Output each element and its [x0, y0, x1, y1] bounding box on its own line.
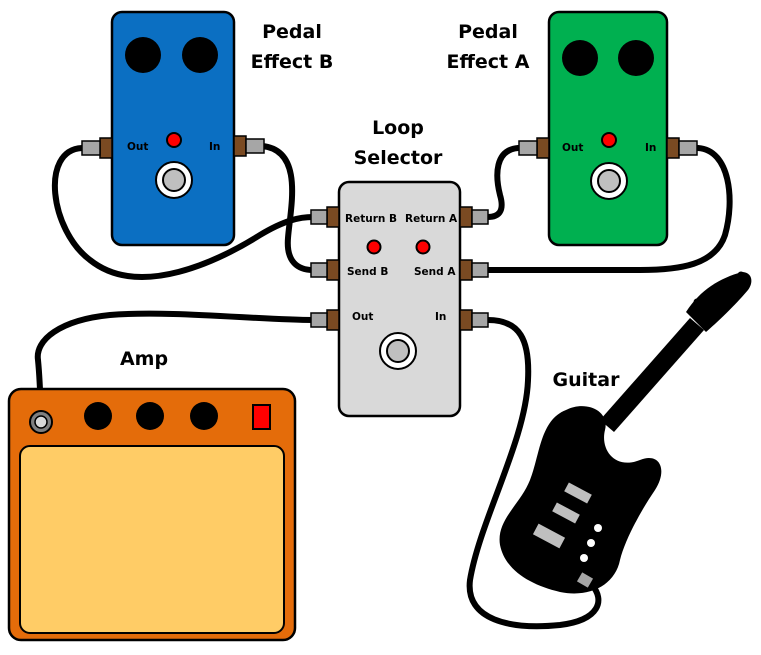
- pedal-b-in-plug: [245, 138, 265, 154]
- pedal-a-knob-left[interactable]: [562, 40, 598, 76]
- pedal-b-footswitch-cap: [162, 168, 186, 192]
- pedal-a-knob-right[interactable]: [618, 40, 654, 76]
- loop-out-label: Out: [352, 311, 373, 323]
- send-b-label: Send B: [347, 266, 388, 278]
- pedal-effect-b: Out In: [81, 10, 265, 247]
- amp-title: Amp: [120, 348, 168, 370]
- send-a-label: Send A: [414, 266, 456, 278]
- return-b-label: Return B: [345, 213, 397, 225]
- guitar-knob-2: [587, 539, 595, 547]
- pedal-a-footswitch-cap: [597, 169, 621, 193]
- guitar-neck: [600, 318, 704, 432]
- pedal-b-out-plug: [81, 140, 101, 156]
- amp-power-switch[interactable]: [252, 404, 271, 430]
- amp-knob-1[interactable]: [84, 402, 112, 430]
- pedal-a-title-line2: Effect A: [447, 51, 530, 73]
- return-b-plug: [310, 209, 328, 225]
- pedal-b-knob-left[interactable]: [125, 37, 161, 73]
- guitar-output-plug: [574, 570, 596, 590]
- return-a-jack: [459, 206, 473, 228]
- send-a-led: [415, 239, 431, 255]
- loop-selector-title-line2: Selector: [354, 147, 443, 169]
- pickup-neck: [564, 482, 592, 504]
- pedal-a-out-jack: [536, 137, 550, 159]
- loop-selector-title-line1: Loop: [372, 117, 424, 139]
- loop-out-jack: [326, 309, 340, 331]
- pedal-b-in-label: In: [209, 141, 220, 153]
- loop-selector: Return B Return A Send B Send A Out In: [310, 180, 489, 418]
- pedal-b-title-line1: Pedal: [262, 21, 322, 43]
- pickup-middle: [552, 502, 580, 524]
- cable-pedal-b-out-to-return-b: [51, 145, 316, 280]
- return-b-jack: [326, 206, 340, 228]
- cable-pedal-b-in-to-send-b: [259, 143, 316, 273]
- cables: [34, 143, 733, 630]
- pedal-a-out-label: Out: [562, 142, 583, 154]
- pedal-a-in-label: In: [645, 142, 656, 154]
- pedal-a-title-line1: Pedal: [458, 21, 518, 43]
- amp: [7, 387, 297, 642]
- send-b-led: [366, 239, 382, 255]
- guitar-headstock: [686, 272, 752, 332]
- guitar: [499, 271, 752, 594]
- guitar-knob-3: [580, 554, 588, 562]
- guitar-title: Guitar: [553, 369, 621, 391]
- pedal-b-knob-right[interactable]: [182, 37, 218, 73]
- loop-footswitch-cap: [386, 339, 410, 363]
- guitar-knob-1: [594, 524, 602, 532]
- return-a-plug: [471, 209, 489, 225]
- loop-in-plug: [471, 312, 489, 328]
- amp-input-jack-inner: [34, 415, 48, 429]
- pedal-b-led: [166, 132, 182, 148]
- amp-knob-3[interactable]: [190, 402, 218, 430]
- pedal-a-out-plug: [518, 140, 538, 156]
- amp-knob-2[interactable]: [136, 402, 164, 430]
- amp-grille: [19, 445, 285, 634]
- send-a-jack: [459, 259, 473, 281]
- pedal-b-out-jack: [99, 137, 113, 159]
- pedal-effect-a: Out In: [518, 10, 698, 247]
- cable-pedal-a-in-to-send-a: [485, 145, 733, 273]
- send-b-jack: [326, 259, 340, 281]
- tuning-pegs-icon: [693, 271, 745, 306]
- loop-out-plug: [310, 312, 328, 328]
- loop-selector-body: [337, 180, 462, 418]
- pedal-a-in-plug: [678, 140, 698, 156]
- cable-pedal-a-out-to-return-a: [485, 145, 521, 220]
- pedal-a-led: [601, 132, 617, 148]
- loop-in-label: In: [435, 311, 446, 323]
- return-a-label: Return A: [405, 213, 458, 225]
- loop-in-jack: [459, 309, 473, 331]
- pedal-a-in-jack: [666, 137, 680, 159]
- cable-guitar-to-loop-in: [466, 317, 602, 630]
- send-b-plug: [310, 262, 328, 278]
- send-a-plug: [471, 262, 489, 278]
- titles: Pedal Effect B Pedal Effect A Loop Selec…: [120, 21, 620, 391]
- pickup-bridge: [532, 523, 566, 549]
- cable-loop-out-to-amp: [34, 310, 316, 413]
- pedal-b-in-jack: [233, 135, 247, 157]
- pedal-b-title-line2: Effect B: [251, 51, 334, 73]
- pedal-b-out-label: Out: [127, 141, 148, 153]
